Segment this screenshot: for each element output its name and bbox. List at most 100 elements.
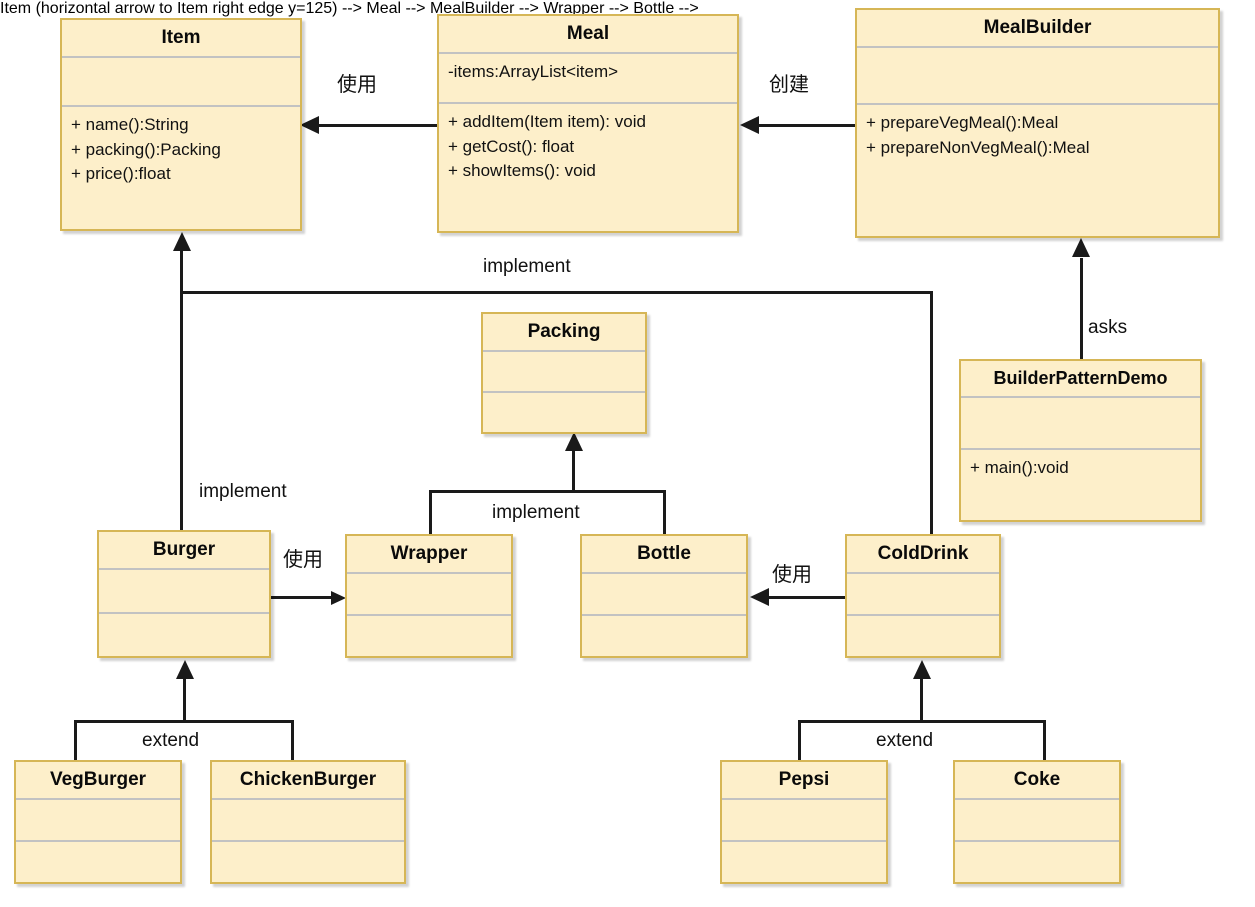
class-title-pepsi: Pepsi	[778, 769, 830, 790]
class-box-burger[interactable]: Burger	[97, 530, 271, 658]
edge-packing-implement-bus	[429, 490, 666, 493]
edge-burger-uses-wrapper-arrowhead	[331, 591, 346, 605]
edge-label-burger-uses-wrapper: 使用	[283, 549, 323, 571]
class-title-builderpatterndemo: BuilderPatternDemo	[993, 368, 1168, 388]
edge-label-mealbuilder-creates-meal: 创建	[769, 74, 809, 96]
edge-meal-uses-item-arrowhead	[300, 116, 319, 134]
edge-label-colddrink-uses-bottle: 使用	[772, 564, 812, 586]
class-attributes-pepsi	[722, 800, 886, 840]
class-attributes-packing	[483, 352, 645, 391]
edge-colddrink-extend-arrowhead	[913, 660, 931, 679]
class-divider	[722, 798, 886, 800]
class-box-mealbuilder[interactable]: MealBuilder + prepareVegMeal():Meal + pr…	[855, 8, 1220, 238]
class-title-item: Item	[161, 27, 201, 48]
class-method: + packing():Packing	[71, 139, 221, 159]
edge-packing-implement-drop-wrapper	[429, 490, 432, 534]
class-methods-burger	[99, 614, 269, 656]
class-method: + getCost(): float	[448, 136, 575, 156]
class-divider	[722, 840, 886, 842]
class-divider	[347, 572, 511, 574]
edge-demo-asks-line	[1080, 258, 1083, 368]
class-divider	[439, 52, 737, 54]
class-divider	[847, 614, 999, 616]
class-box-vegburger[interactable]: VegBurger	[14, 760, 182, 884]
edge-label-colddrink-extend: extend	[876, 730, 934, 751]
class-divider	[62, 105, 300, 107]
edge-item-implement-drop-colddrink	[930, 291, 933, 535]
edge-burger-extend-drop-chickenburger	[291, 720, 294, 762]
edge-colddrink-uses-bottle-arrowhead	[750, 588, 769, 606]
class-box-bottle[interactable]: Bottle	[580, 534, 748, 658]
class-box-coke[interactable]: Coke	[953, 760, 1121, 884]
class-divider	[857, 103, 1218, 105]
edge-packing-implement-stem	[572, 450, 575, 492]
class-methods-mealbuilder: + prepareVegMeal():Meal + prepareNonVegM…	[857, 105, 1218, 166]
class-divider	[347, 614, 511, 616]
class-divider	[961, 396, 1200, 398]
class-title-bottle: Bottle	[637, 543, 691, 564]
edge-colddrink-extend-stem	[920, 678, 923, 722]
class-box-pepsi[interactable]: Pepsi	[720, 760, 888, 884]
edge-label-burger-extend: extend	[142, 730, 200, 751]
class-method: + main():void	[970, 458, 1069, 477]
class-box-packing[interactable]: Packing	[481, 312, 647, 434]
class-title-vegburger: VegBurger	[49, 769, 147, 790]
class-attributes-coke	[955, 800, 1119, 840]
class-divider	[483, 350, 645, 352]
edge-colddrink-extend-drop-coke	[1043, 720, 1046, 762]
edge-demo-asks-arrowhead	[1072, 238, 1090, 257]
edge-label-demo-asks: asks	[1088, 317, 1128, 338]
edge-mealbuilder-creates-meal-arrowhead	[740, 116, 759, 134]
class-box-item[interactable]: Item + name():String + packing():Packing…	[60, 18, 302, 231]
class-methods-item: + name():String + packing():Packing + pr…	[62, 107, 300, 193]
class-attributes-bottle	[582, 574, 746, 614]
class-title-wrapper: Wrapper	[390, 543, 468, 564]
class-methods-vegburger	[16, 842, 180, 882]
class-methods-coke	[955, 842, 1119, 882]
class-divider	[857, 46, 1218, 48]
class-methods-meal: + addItem(Item item): void + getCost(): …	[439, 104, 737, 190]
class-methods-chickenburger	[212, 842, 404, 882]
class-method: + price():float	[71, 164, 171, 184]
class-methods-pepsi	[722, 842, 886, 882]
edge-label-burger-implement: implement	[199, 481, 287, 502]
class-title-colddrink: ColdDrink	[877, 543, 969, 564]
class-divider	[439, 102, 737, 104]
class-attributes-meal: -items:ArrayList<item>	[439, 54, 737, 102]
edge-item-implement-arrowhead	[173, 232, 191, 251]
class-divider	[955, 840, 1119, 842]
class-box-wrapper[interactable]: Wrapper	[345, 534, 513, 658]
class-box-builderpatterndemo[interactable]: BuilderPatternDemo + main():void	[959, 359, 1202, 522]
edge-colddrink-extend-drop-pepsi	[798, 720, 801, 762]
class-box-chickenburger[interactable]: ChickenBurger	[210, 760, 406, 884]
class-box-colddrink[interactable]: ColdDrink	[845, 534, 1001, 658]
class-methods-wrapper	[347, 616, 511, 656]
edge-colddrink-uses-bottle-line	[768, 596, 848, 599]
class-divider	[99, 612, 269, 614]
class-methods-builderpatterndemo: + main():void	[961, 450, 1200, 487]
edge-mealbuilder-creates-meal-line	[758, 124, 858, 127]
edge-burger-extend-stem	[183, 678, 186, 722]
class-box-meal[interactable]: Meal -items:ArrayList<item> + addItem(It…	[437, 14, 739, 233]
class-attributes-vegburger	[16, 800, 180, 840]
class-title-coke: Coke	[1013, 769, 1061, 790]
class-methods-colddrink	[847, 616, 999, 656]
edge-item-implement-bus	[180, 291, 933, 294]
class-methods-bottle	[582, 616, 746, 656]
class-divider	[212, 840, 404, 842]
class-divider	[961, 448, 1200, 450]
class-divider	[212, 798, 404, 800]
edge-burger-extend-bus	[74, 720, 294, 723]
class-divider	[62, 56, 300, 58]
edge-burger-extend-arrowhead	[176, 660, 194, 679]
class-divider	[582, 572, 746, 574]
class-method: + prepareNonVegMeal():Meal	[866, 137, 1090, 157]
class-divider	[955, 798, 1119, 800]
class-attributes-item	[62, 58, 300, 105]
class-attributes-builderpatterndemo	[961, 398, 1200, 448]
edge-packing-implement-drop-bottle	[663, 490, 666, 534]
class-divider	[16, 840, 180, 842]
class-method: + prepareVegMeal():Meal	[866, 113, 1059, 132]
class-divider	[483, 391, 645, 393]
